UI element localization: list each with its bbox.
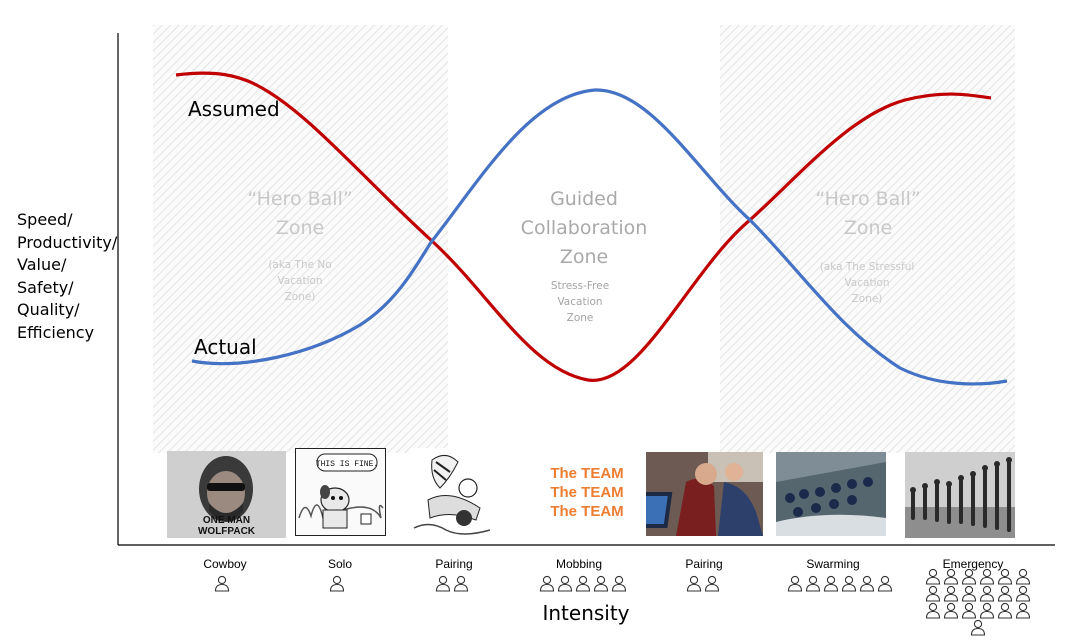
person-icon: [686, 575, 704, 592]
team-text-line: The TEAM: [550, 503, 623, 520]
zone-subtitle-line: Zone): [851, 293, 883, 305]
y-axis-label-line: Quality/: [17, 300, 80, 319]
person-icon: [1015, 585, 1033, 602]
zone-title-line: “Hero Ball”: [247, 188, 353, 210]
category-label-solo: Solo: [327, 557, 353, 571]
person-icon: [979, 568, 997, 585]
middle-zone-subtitle: Stress-Free Vacation Zone: [500, 278, 660, 326]
category-label-emergency: Emergency: [942, 557, 1004, 571]
zone-subtitle-line: Vacation: [557, 296, 603, 308]
y-axis-label-line: Productivity/: [17, 232, 118, 252]
person-icon: [970, 619, 988, 636]
person-icon: [979, 602, 997, 619]
person-icon: [979, 585, 997, 602]
wolfpack-caption-line: WOLFPACK: [198, 526, 256, 537]
zone-title-line: Zone: [559, 246, 609, 268]
person-icon: [859, 575, 877, 592]
zone-subtitle-line: Zone): [284, 291, 316, 303]
zone-subtitle-line: Stress-Free: [550, 280, 610, 292]
zone-title-line: Collaboration: [520, 217, 648, 239]
people-group-solo: [320, 575, 356, 592]
people-group-pairing: [676, 575, 732, 592]
person-icon: [943, 602, 961, 619]
zone-subtitle-line: (aka The No: [268, 259, 332, 271]
person-icon: [329, 575, 347, 592]
person-icon: [943, 568, 961, 585]
person-icon: [961, 602, 979, 619]
person-icon: [611, 575, 629, 592]
zone-subtitle-line: Zone: [566, 312, 594, 324]
right-zone-title: “Hero Ball” Zone: [768, 185, 968, 243]
x-axis-label: Intensity: [542, 601, 630, 625]
zone-title-line: “Hero Ball”: [815, 188, 921, 210]
person-icon: [943, 585, 961, 602]
person-icon: [841, 575, 859, 592]
the-team-text-graphic: The TEAM The TEAM The TEAM: [540, 460, 634, 526]
category-label-swarming: Swarming: [806, 557, 860, 571]
person-icon: [1015, 602, 1033, 619]
assumed-curve: [175, 71, 992, 382]
person-icon: [997, 585, 1015, 602]
sailing-crew-photo: [776, 452, 886, 536]
zone-subtitle-line: (aka The Stressful: [819, 261, 915, 273]
category-label-pairing: Pairing: [685, 557, 723, 571]
y-axis-label: Speed/ Productivity/ Value/ Safety/ Qual…: [17, 209, 117, 344]
category-label-cowboy: Cowboy: [203, 557, 247, 571]
assumed-label: Assumed: [188, 97, 280, 121]
this-is-fine-comic: THIS IS FINE.: [295, 448, 386, 536]
marching-army-photo: [905, 452, 1015, 538]
wolfpack-caption-line: ONE MAN: [203, 515, 250, 526]
pair-programming-photo: [646, 452, 763, 536]
person-icon: [997, 602, 1015, 619]
person-icon: [925, 585, 943, 602]
person-icon: [787, 575, 805, 592]
person-icon: [214, 575, 232, 592]
zone-title-line: Guided: [550, 188, 618, 210]
person-icon: [805, 575, 823, 592]
person-icon: [823, 575, 841, 592]
person-icon: [435, 575, 453, 592]
wolfpack-photo: ONE MAN WOLFPACK: [167, 451, 286, 538]
hero-ball-zone-left-band: [153, 25, 448, 453]
zone-title-line: Zone: [843, 217, 893, 239]
y-axis-label-line: Efficiency: [17, 322, 95, 342]
person-icon: [925, 602, 943, 619]
y-axis-label-line: Speed/: [17, 210, 73, 229]
middle-zone-title: Guided Collaboration Zone: [484, 185, 684, 272]
people-group-mobbing: [534, 575, 634, 592]
category-label-pairing: Pairing: [435, 557, 473, 571]
zone-title-line: Zone: [275, 217, 325, 239]
calvin-hobbes-comic: [410, 448, 498, 538]
actual-curve: [191, 88, 1008, 386]
person-icon: [539, 575, 557, 592]
left-zone-subtitle: (aka The No Vacation Zone): [220, 257, 380, 305]
team-text-line: The TEAM: [550, 484, 623, 501]
people-group-cowboy: [205, 575, 241, 592]
y-axis-label-line: Value/: [17, 255, 67, 274]
people-group-emergency: [925, 568, 1033, 636]
person-icon: [961, 585, 979, 602]
category-label-mobbing: Mobbing: [555, 557, 603, 571]
person-icon: [557, 575, 575, 592]
y-axis-label-line: Safety/: [17, 277, 74, 297]
right-zone-subtitle: (aka The Stressful Vacation Zone): [787, 259, 947, 307]
person-icon: [997, 568, 1015, 585]
zone-subtitle-line: Vacation: [844, 277, 890, 289]
actual-label: Actual: [194, 335, 257, 359]
person-icon: [1015, 568, 1033, 585]
person-icon: [961, 568, 979, 585]
person-icon: [925, 568, 943, 585]
person-icon: [593, 575, 611, 592]
person-icon: [877, 575, 895, 592]
person-icon: [453, 575, 471, 592]
people-group-swarming: [787, 575, 895, 592]
comic-speech-text: THIS IS FINE.: [316, 460, 378, 469]
zone-subtitle-line: Vacation: [277, 275, 323, 287]
team-text-line: The TEAM: [550, 465, 623, 482]
left-zone-title: “Hero Ball” Zone: [200, 185, 400, 243]
people-group-pairing: [425, 575, 481, 592]
person-icon: [575, 575, 593, 592]
person-icon: [704, 575, 722, 592]
